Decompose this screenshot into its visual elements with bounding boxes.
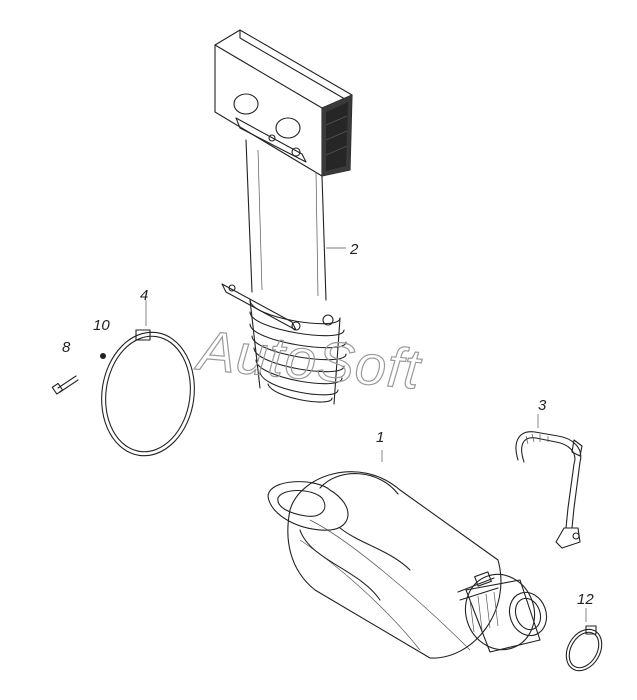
callout-8: 8 [62, 339, 71, 356]
callout-2: 2 [349, 241, 359, 258]
callout-10: 10 [93, 317, 110, 334]
part-3-hose [515, 414, 583, 549]
part-1-air-cleaner [267, 450, 548, 659]
callout-3: 3 [538, 397, 547, 414]
part-10-nut [100, 353, 106, 359]
part-12-small-clamp [565, 608, 603, 672]
part-2-air-intake-pipe [214, 29, 353, 405]
watermark-text: AutoSoft [193, 318, 425, 401]
part-4-clamp-ring [101, 300, 195, 457]
callout-1: 1 [376, 429, 384, 446]
callout-12: 12 [577, 591, 594, 608]
callout-4: 4 [140, 287, 148, 304]
part-8-bolt [51, 375, 79, 395]
